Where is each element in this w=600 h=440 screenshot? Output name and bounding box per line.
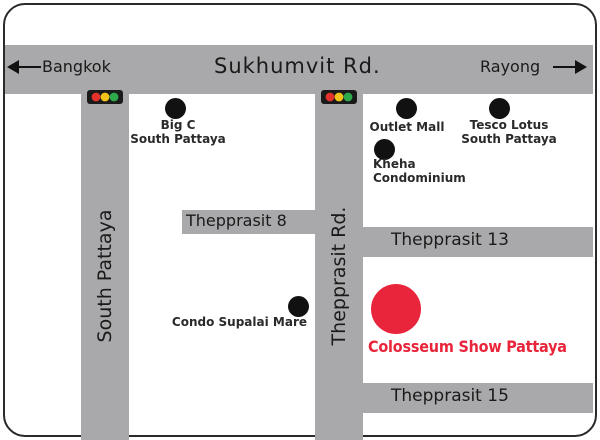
rayong-label: Rayong bbox=[480, 57, 541, 76]
kheha-marker bbox=[374, 139, 395, 160]
outlet-mall-marker bbox=[396, 98, 417, 119]
colosseum-marker bbox=[371, 284, 421, 334]
traffic-light-icon bbox=[321, 90, 357, 104]
big-c-marker bbox=[165, 98, 186, 119]
arrow-left-icon bbox=[7, 60, 41, 74]
outlet-mall-label: Outlet Mall bbox=[369, 120, 445, 134]
road-thepprasit bbox=[315, 94, 363, 440]
road-thepprasit-8 bbox=[182, 210, 322, 234]
thepprasit-15-label: Thepprasit 15 bbox=[391, 386, 509, 406]
thepprasit-13-label: Thepprasit 13 bbox=[391, 230, 509, 250]
bangkok-label: Bangkok bbox=[42, 57, 111, 76]
colosseum-label: Colosseum Show Pattaya bbox=[368, 337, 567, 356]
road-thepprasit-13 bbox=[362, 227, 593, 257]
thepprasit-rd-label: Thepprasit Rd. bbox=[328, 206, 350, 346]
road-thepprasit-15 bbox=[362, 383, 593, 413]
road-sukhumvit bbox=[5, 45, 593, 94]
arrow-right-icon bbox=[553, 60, 587, 74]
traffic-light-icon bbox=[87, 90, 123, 104]
south-pattaya-label: South Pattaya bbox=[94, 209, 116, 343]
condo-supalai-marker bbox=[288, 296, 309, 317]
tesco-lotus-marker bbox=[489, 98, 510, 119]
condo-supalai-label: Condo Supalai Mare bbox=[171, 315, 307, 329]
road-south-pattaya bbox=[81, 94, 129, 440]
thepprasit-8-label: Thepprasit 8 bbox=[186, 211, 287, 230]
sukhumvit-label: Sukhumvit Rd. bbox=[214, 54, 381, 78]
